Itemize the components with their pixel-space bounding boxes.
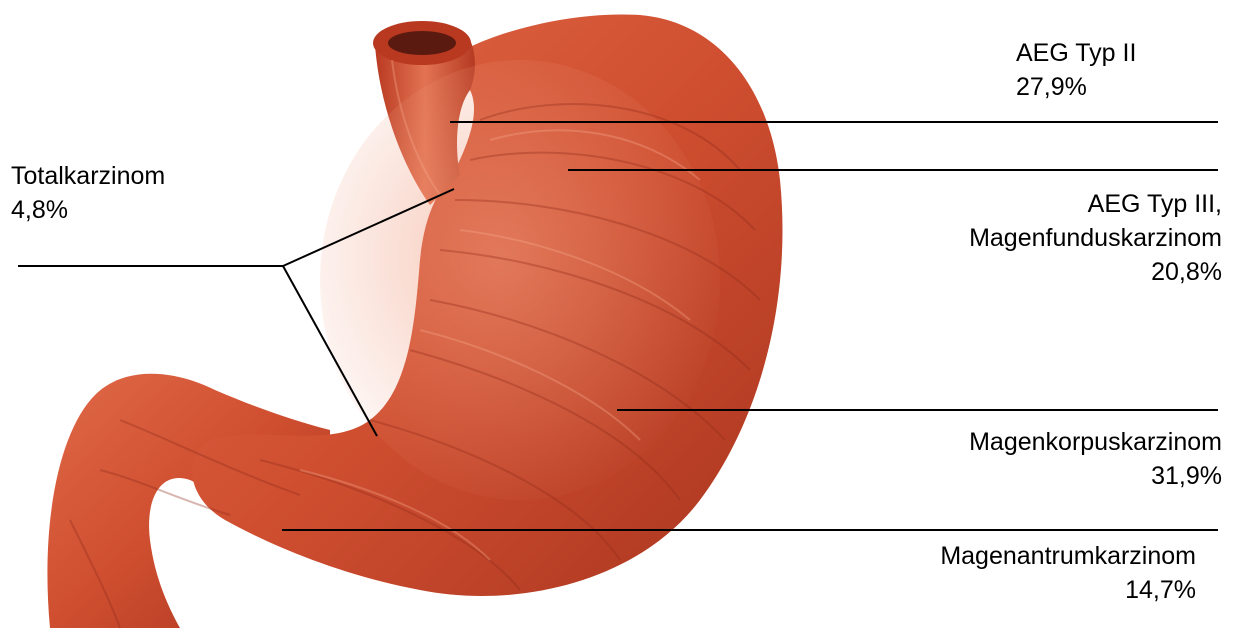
label-totalkarzinom: Totalkarzinom 4,8%	[11, 159, 165, 227]
region-name: Magenantrumkarzinom	[940, 539, 1196, 573]
region-percent: 20,8%	[969, 255, 1222, 289]
region-percent: 4,8%	[11, 193, 165, 227]
region-name-line-1: AEG Typ III,	[969, 187, 1222, 221]
label-magenkorpuskarzinom: Magenkorpuskarzinom 31,9%	[969, 425, 1222, 493]
region-percent: 31,9%	[969, 459, 1222, 493]
region-name: AEG Typ II	[1016, 36, 1136, 70]
region-percent: 14,7%	[940, 573, 1196, 607]
label-aeg-typ-iii: AEG Typ III, Magenfunduskarzinom 20,8%	[969, 187, 1222, 289]
region-name: Totalkarzinom	[11, 159, 165, 193]
region-percent: 27,9%	[1016, 70, 1136, 104]
label-aeg-typ-ii: AEG Typ II 27,9%	[1016, 36, 1136, 104]
label-magenantrumkarzinom: Magenantrumkarzinom 14,7%	[940, 539, 1196, 607]
region-name-line-2: Magenfunduskarzinom	[969, 221, 1222, 255]
region-name: Magenkorpuskarzinom	[969, 425, 1222, 459]
